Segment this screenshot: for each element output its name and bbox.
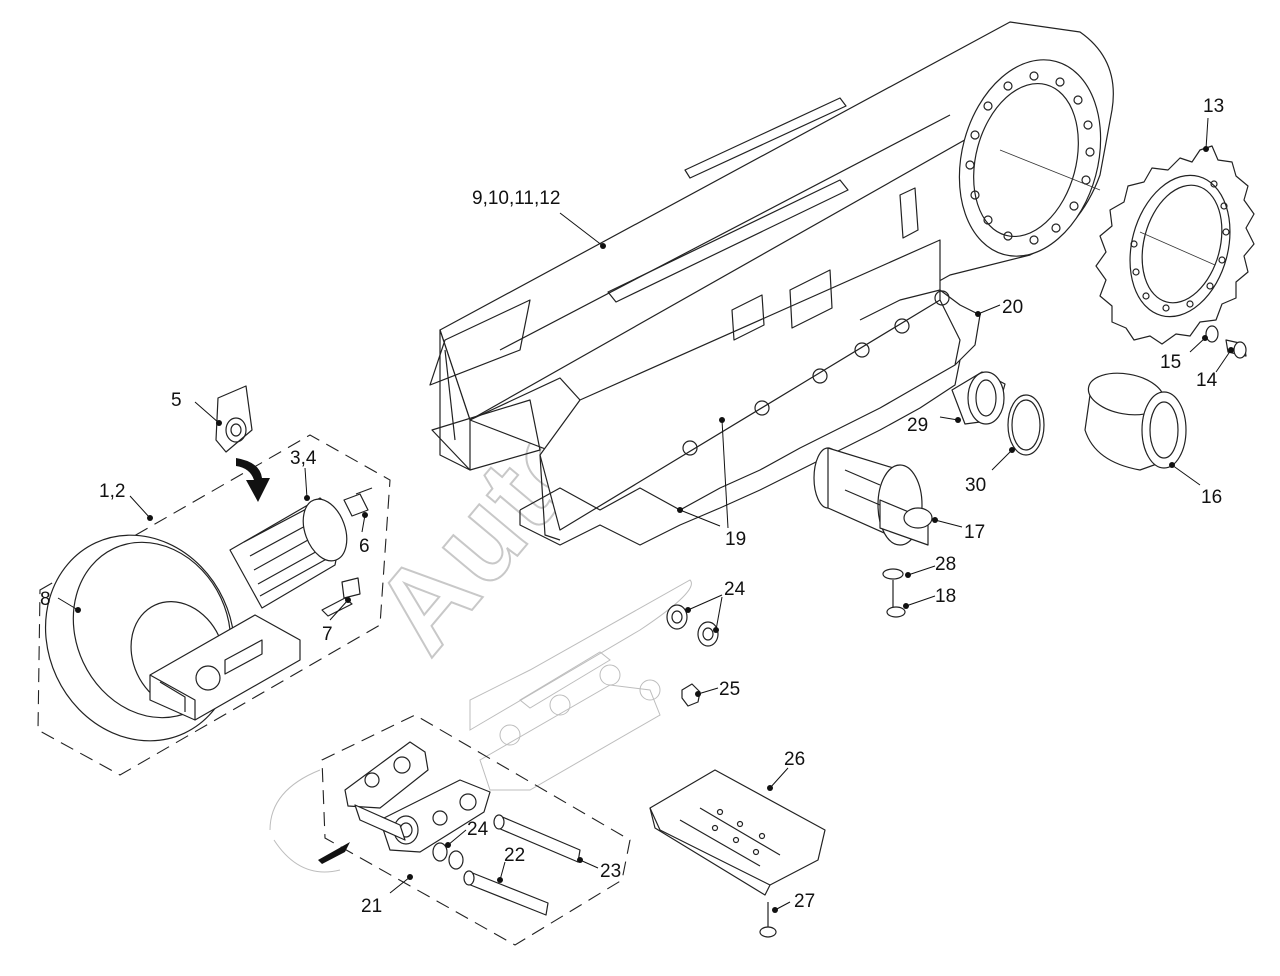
callout-bolt-18: 18 [935, 586, 956, 607]
callout-hub: 16 [1201, 487, 1222, 508]
callout-shoe-bolt: 27 [794, 891, 815, 912]
callout-washer-15: 15 [1160, 352, 1181, 373]
callout-washer-28: 28 [935, 554, 956, 575]
callout-bolt-7: 7 [322, 624, 333, 645]
callout-link-assembly: 21 [361, 896, 382, 917]
callout-pins-24-top: 24 [724, 579, 746, 600]
washer-28-bolt-18 [882, 568, 906, 618]
idler-assembly [37, 434, 391, 776]
callout-seal: 29 [907, 415, 928, 436]
mounting-bracket [215, 385, 253, 453]
pins-and-nut [666, 604, 719, 707]
callout-bolt-14: 14 [1196, 370, 1218, 391]
callout-frame: 9,10,11,12 [472, 188, 560, 209]
track-chain-ghost [269, 579, 692, 873]
hub-sleeve [1084, 372, 1187, 471]
callout-nut: 25 [719, 679, 740, 700]
sprocket [1095, 145, 1255, 345]
flange-bolt-holes [965, 71, 1095, 245]
callout-bracket: 5 [171, 390, 182, 411]
assembly-arrow-icon [236, 458, 270, 502]
seal-and-snap-ring [951, 371, 1045, 456]
callout-idler-wheel: 8 [40, 589, 51, 610]
leader-lines [57, 117, 1234, 913]
callout-spring: 3,4 [290, 448, 317, 469]
callout-idler-assembly: 1,2 [99, 481, 125, 502]
callout-labels: 9,10,11,12 13 20 15 14 5 3,4 1,2 6 8 7 2… [40, 96, 1224, 917]
callout-snap-ring: 30 [965, 475, 986, 496]
callout-shoe-guard: 20 [1002, 297, 1023, 318]
callout-guard-19: 19 [725, 529, 746, 550]
callout-fitting: 6 [359, 536, 370, 557]
direction-arrow-icon [318, 842, 350, 864]
washer-and-bolt-14-15 [1205, 325, 1247, 359]
callout-roller: 17 [964, 522, 985, 543]
track-link-assembly [318, 714, 631, 946]
track-roller [813, 447, 933, 546]
callout-pin-22: 22 [504, 845, 525, 866]
callout-sprocket: 13 [1203, 96, 1224, 117]
callout-pin-23: 23 [600, 861, 621, 882]
callout-washers-24: 24 [467, 819, 489, 840]
callout-track-shoe: 26 [784, 749, 805, 770]
track-shoe [649, 769, 826, 938]
track-frame [429, 21, 1114, 546]
